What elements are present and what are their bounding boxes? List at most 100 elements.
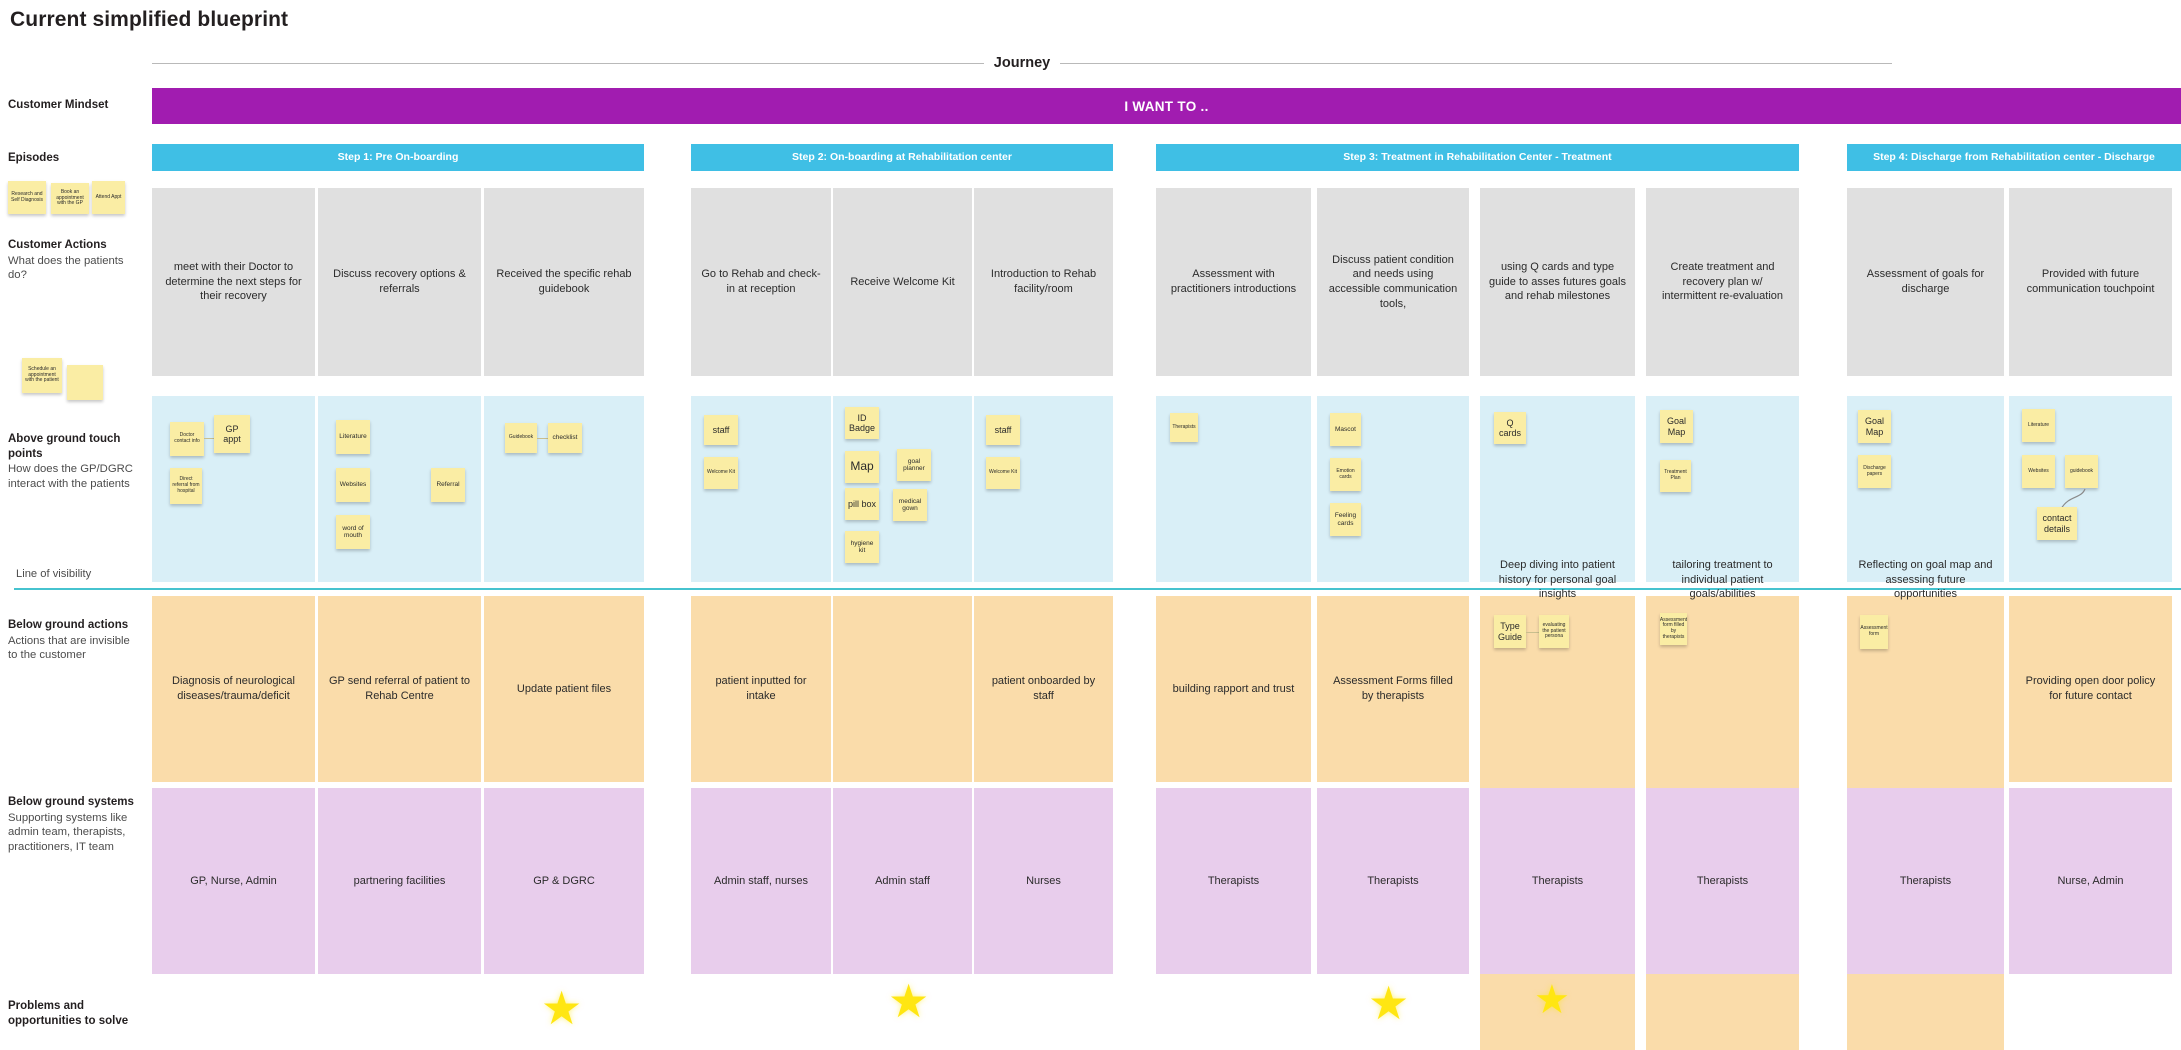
sidebar-sticky-note [67, 365, 103, 400]
customer-action-card[interactable]: Receive Welcome Kit [833, 188, 972, 376]
opportunity-star-icon[interactable]: ★ [888, 975, 930, 1027]
below-action-sticky[interactable]: evaluating the patient persona [1539, 615, 1569, 648]
touchpoint-sticky[interactable]: ID Badge [845, 407, 879, 439]
below-action-card[interactable]: building rapport and trust [1156, 596, 1311, 782]
below-system-card[interactable]: Admin staff, nurses [691, 788, 831, 974]
below-system-card[interactable]: GP, Nurse, Admin [152, 788, 315, 974]
customer-action-card[interactable]: Assessment of goals for discharge [1847, 188, 2004, 376]
sticky-connector [537, 438, 548, 440]
touchpoint-sticky[interactable]: Guidebook [505, 423, 537, 453]
below-system-card[interactable]: GP & DGRC [484, 788, 644, 974]
step-bar-2[interactable]: Step 2: On-boarding at Rehabilitation ce… [691, 144, 1113, 171]
touchpoint-sticky[interactable]: Literature [336, 420, 370, 454]
below-action-card[interactable]: Providing open door policy for future co… [2009, 596, 2172, 782]
touchpoint-sticky[interactable]: medical gown [893, 489, 927, 521]
touchpoint-sticky[interactable]: Referral [431, 468, 465, 502]
touchpoint-sticky[interactable]: Feeling cards [1330, 503, 1361, 536]
sticky-connector [1526, 632, 1539, 634]
below-system-card[interactable]: Therapists [1480, 788, 1635, 974]
touchpoint-sticky[interactable]: word of mouth [336, 515, 370, 549]
touchpoint-sticky[interactable]: Websites [336, 468, 370, 502]
journey-header: Journey [152, 52, 1893, 74]
customer-action-card[interactable]: meet with their Doctor to determine the … [152, 188, 315, 376]
touchpoint-sticky[interactable]: Welcome Kit [704, 457, 738, 489]
line-of-visibility-label: Line of visibility [16, 568, 98, 580]
below-action-card[interactable]: Diagnosis of neurological diseases/traum… [152, 596, 315, 782]
below-system-card[interactable]: Therapists [1847, 788, 2004, 974]
below-system-card[interactable]: Nurse, Admin [2009, 788, 2172, 974]
below-action-card[interactable]: Update patient files [484, 596, 644, 782]
customer-action-card[interactable]: Go to Rehab and check-in at reception [691, 188, 831, 376]
customer-mindset-band: I WANT TO .. [152, 88, 2181, 124]
sticky-connector [204, 438, 215, 440]
touchpoint-sticky[interactable]: staff [704, 415, 738, 445]
below-system-card[interactable]: Therapists [1156, 788, 1311, 974]
page-title: Current simplified blueprint [10, 8, 289, 31]
sidebar-sticky-note: Book an appointment with the GP [51, 183, 89, 214]
below-action-card[interactable]: GP send referral of patient to Rehab Cen… [318, 596, 481, 782]
touchpoint-sticky[interactable]: hygiene kit [845, 531, 879, 563]
line-of-visibility [14, 588, 2181, 590]
touchpoint-sticky[interactable]: Websites [2022, 455, 2055, 488]
row-label-problems: Problems and opportunities to solve [8, 1000, 129, 1027]
touchpoint-sticky[interactable]: pill box [845, 488, 879, 520]
touchpoint-sticky[interactable]: Goal Map [1858, 410, 1891, 443]
touchpoint-sticky[interactable]: Welcome Kit [986, 457, 1020, 489]
row-label-customer-actions: Customer Actions What does the patients … [8, 239, 124, 282]
touchpoint-sticky[interactable]: checklist [548, 423, 582, 453]
below-system-card[interactable]: partnering facilities [318, 788, 481, 974]
touchpoint-sticky[interactable]: Literature [2022, 409, 2055, 442]
below-action-card[interactable] [833, 596, 972, 782]
touchpoint-sticky[interactable]: Doctor contact info [170, 422, 204, 456]
touchpoint-sticky[interactable]: Mascot [1330, 413, 1361, 446]
row-label-below-ground-systems: Below ground systems Supporting systems … [8, 796, 134, 854]
customer-action-card[interactable]: using Q cards and type guide to asses fu… [1480, 188, 1635, 376]
touchpoint-sticky[interactable]: GP appt [214, 415, 250, 453]
below-action-card[interactable]: Assessment Forms filled by therapists [1317, 596, 1469, 782]
below-action-card[interactable]: patient inputted for intake [691, 596, 831, 782]
touchpoint-sticky[interactable]: Q cards [1494, 412, 1526, 444]
below-system-card[interactable]: Therapists [1317, 788, 1469, 974]
step-bar-4[interactable]: Step 4: Discharge from Rehabilitation ce… [1847, 144, 2181, 171]
customer-action-card[interactable]: Provided with future communication touch… [2009, 188, 2172, 376]
row-label-below-ground-actions: Below ground actions Actions that are in… [8, 619, 130, 662]
row-label-above-ground: Above ground touch points How does the G… [8, 433, 133, 491]
touchpoint-sticky[interactable]: staff [986, 415, 1020, 445]
touchpoint-sticky[interactable]: Treatment Plan [1660, 460, 1691, 492]
touchpoint-sticky[interactable]: Map [845, 451, 879, 483]
journey-label: Journey [993, 55, 1051, 71]
touchpoint-sticky[interactable]: goal planner [897, 449, 931, 481]
row-label-episodes: Episodes [8, 152, 60, 164]
sidebar-sticky-note: Research and Self Diagnosis [8, 181, 46, 214]
row-label-customer-mindset: Customer Mindset [8, 99, 109, 111]
below-system-card[interactable]: Admin staff [833, 788, 972, 974]
opportunity-star-icon[interactable]: ★ [1368, 977, 1410, 1029]
touchpoint-sticky[interactable]: Direct referral from hospital [170, 468, 202, 504]
sticky-connector-curve [2060, 488, 2086, 510]
touchpoint-sticky[interactable]: Goal Map [1660, 410, 1693, 443]
below-system-card[interactable]: Nurses [974, 788, 1113, 974]
journey-line-right [1060, 62, 1893, 64]
customer-action-card[interactable]: Discuss recovery options & referrals [318, 188, 481, 376]
below-system-card[interactable]: Therapists [1646, 788, 1799, 974]
step-bar-3[interactable]: Step 3: Treatment in Rehabilitation Cent… [1156, 144, 1799, 171]
customer-action-card[interactable]: Introduction to Rehab facility/room [974, 188, 1113, 376]
touchpoint-sticky[interactable]: Emotion cards [1330, 458, 1361, 491]
sidebar-sticky-note: Attend Appt [92, 181, 125, 214]
customer-action-card[interactable]: Received the specific rehab guidebook [484, 188, 644, 376]
customer-action-card[interactable]: Discuss patient condition and needs usin… [1317, 188, 1469, 376]
customer-action-card[interactable]: Assessment with practitioners introducti… [1156, 188, 1311, 376]
step-bar-1[interactable]: Step 1: Pre On-boarding [152, 144, 644, 171]
customer-action-card[interactable]: Create treatment and recovery plan w/ in… [1646, 188, 1799, 376]
below-action-card[interactable]: patient onboarded by staff [974, 596, 1113, 782]
opportunity-star-icon[interactable]: ★ [541, 982, 583, 1034]
below-action-sticky[interactable]: Type Guide [1494, 615, 1526, 648]
touchpoint-sticky[interactable]: Discharge papers [1858, 455, 1891, 488]
touchpoint-sticky[interactable]: Therapists [1170, 413, 1198, 442]
below-action-sticky[interactable]: Assessment form filled by therapists [1660, 613, 1687, 645]
opportunity-star-icon[interactable]: ★ [1534, 978, 1570, 1022]
below-action-sticky[interactable]: Assessment form [1860, 615, 1888, 649]
touchpoint-sticky[interactable]: contact details [2037, 507, 2077, 540]
touchpoint-sticky[interactable]: guidebook [2065, 455, 2098, 488]
journey-line-left [152, 62, 984, 64]
